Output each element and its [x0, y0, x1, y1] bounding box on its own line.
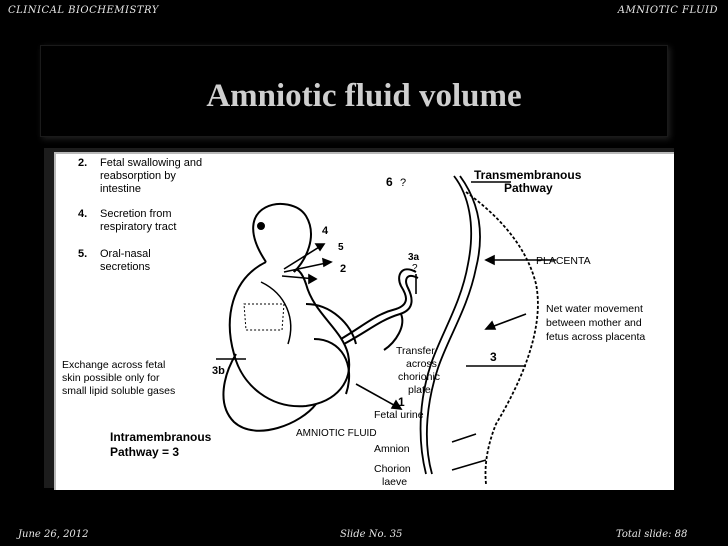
transmembranous-line1: Transmembranous	[474, 168, 582, 182]
label-3: 3	[490, 350, 497, 364]
item4-line2: respiratory tract	[100, 221, 176, 233]
arrows	[216, 181, 556, 471]
umbilical-cord	[340, 268, 419, 351]
amniotic-fluid-label: AMNIOTIC FLUID	[296, 428, 377, 439]
fetal-urine-label: Fetal urine	[374, 409, 424, 421]
item4-number: 4.	[78, 208, 87, 220]
label-6: 6	[386, 175, 393, 189]
footer-total-slides: Total slide: 88	[616, 529, 688, 540]
fetus-drawing	[222, 202, 357, 432]
item2-line1: Fetal swallowing and	[100, 157, 202, 169]
item2-line3: intestine	[100, 183, 141, 195]
item5-line2: secretions	[100, 261, 151, 273]
label-1: 1	[398, 395, 405, 409]
transfer-line1: Transfer	[396, 345, 435, 357]
item5-number: 5.	[78, 248, 87, 260]
title-band	[40, 45, 668, 137]
label-question-1: ?	[400, 177, 406, 189]
exchange-line1: Exchange across fetal	[62, 359, 165, 371]
placenta-wall	[419, 175, 539, 485]
chorion-line2: laeve	[382, 476, 407, 488]
label-3b: 3b	[212, 365, 225, 377]
transfer-line2: across	[406, 358, 437, 370]
placenta-label: PLACENTA	[536, 255, 591, 267]
header-right: AMNIOTIC FLUID	[617, 5, 718, 16]
intramembranous-line2: Pathway = 3	[110, 445, 179, 459]
transfer-line3: chorionic	[398, 371, 440, 383]
figure-panel: 2. Fetal swallowing and reabsorption by …	[54, 152, 674, 490]
footer-slide-number: Slide No. 35	[340, 529, 403, 540]
item5-line1: Oral-nasal	[100, 248, 151, 260]
header-left: CLINICAL BIOCHEMISTRY	[8, 5, 159, 16]
amnion-label: Amnion	[374, 443, 410, 455]
item2-number: 2.	[78, 157, 87, 169]
item2-line2: reabsorption by	[100, 170, 176, 182]
label-2: 2	[340, 263, 346, 275]
transmembranous-line2: Pathway	[504, 181, 553, 195]
chorion-line1: Chorion	[374, 463, 411, 475]
label-4: 4	[322, 225, 329, 237]
footer-date: June 26, 2012	[18, 529, 89, 540]
label-5: 5	[338, 242, 344, 253]
net-water-line2: between mother and	[546, 317, 642, 329]
item4-line1: Secretion from	[100, 208, 172, 220]
intramembranous-line1: Intramembranous	[110, 430, 212, 444]
net-water-line1: Net water movement	[546, 303, 643, 315]
slide-title: Amniotic fluid volume	[206, 78, 522, 114]
label-question-2: ?	[412, 263, 418, 274]
transfer-line4: plate	[408, 384, 431, 396]
exchange-line3: small lipid soluble gases	[62, 385, 175, 397]
net-water-line3: fetus across placenta	[546, 331, 645, 343]
exchange-line2: skin possible only for	[62, 372, 160, 384]
label-3a: 3a	[408, 252, 420, 263]
amniotic-diagram: 2. Fetal swallowing and reabsorption by …	[62, 157, 645, 488]
